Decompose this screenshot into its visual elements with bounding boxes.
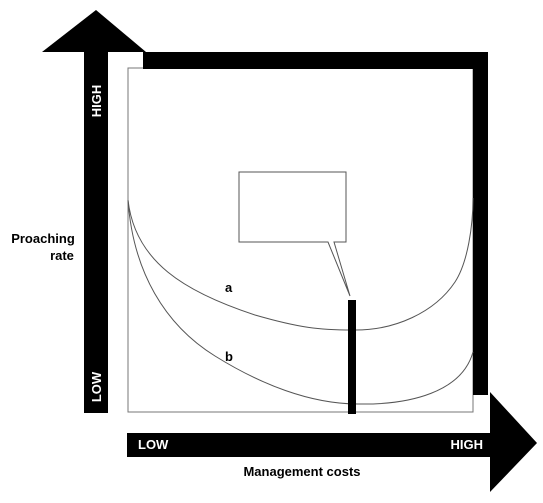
callout-bubble [238, 171, 351, 297]
y-axis-title-line2: rate [50, 248, 74, 263]
y-axis-title-line1: Proaching [11, 231, 75, 246]
x-axis-title: Management costs [243, 464, 360, 479]
curve-b-label: b [225, 349, 233, 364]
optimum-marker-bar [348, 300, 356, 414]
right-frame-bar [473, 52, 488, 395]
curve-a-label: a [225, 280, 233, 295]
top-frame-bar [143, 52, 488, 69]
y-axis-arrow [42, 10, 146, 413]
y-axis-low-label: LOW [89, 371, 104, 402]
x-axis-arrow [127, 392, 537, 492]
y-axis-high-label: HIGH [89, 85, 104, 118]
curve-b [127, 199, 474, 405]
x-axis-high-label: HIGH [451, 437, 484, 452]
x-axis-low-label: LOW [138, 437, 169, 452]
